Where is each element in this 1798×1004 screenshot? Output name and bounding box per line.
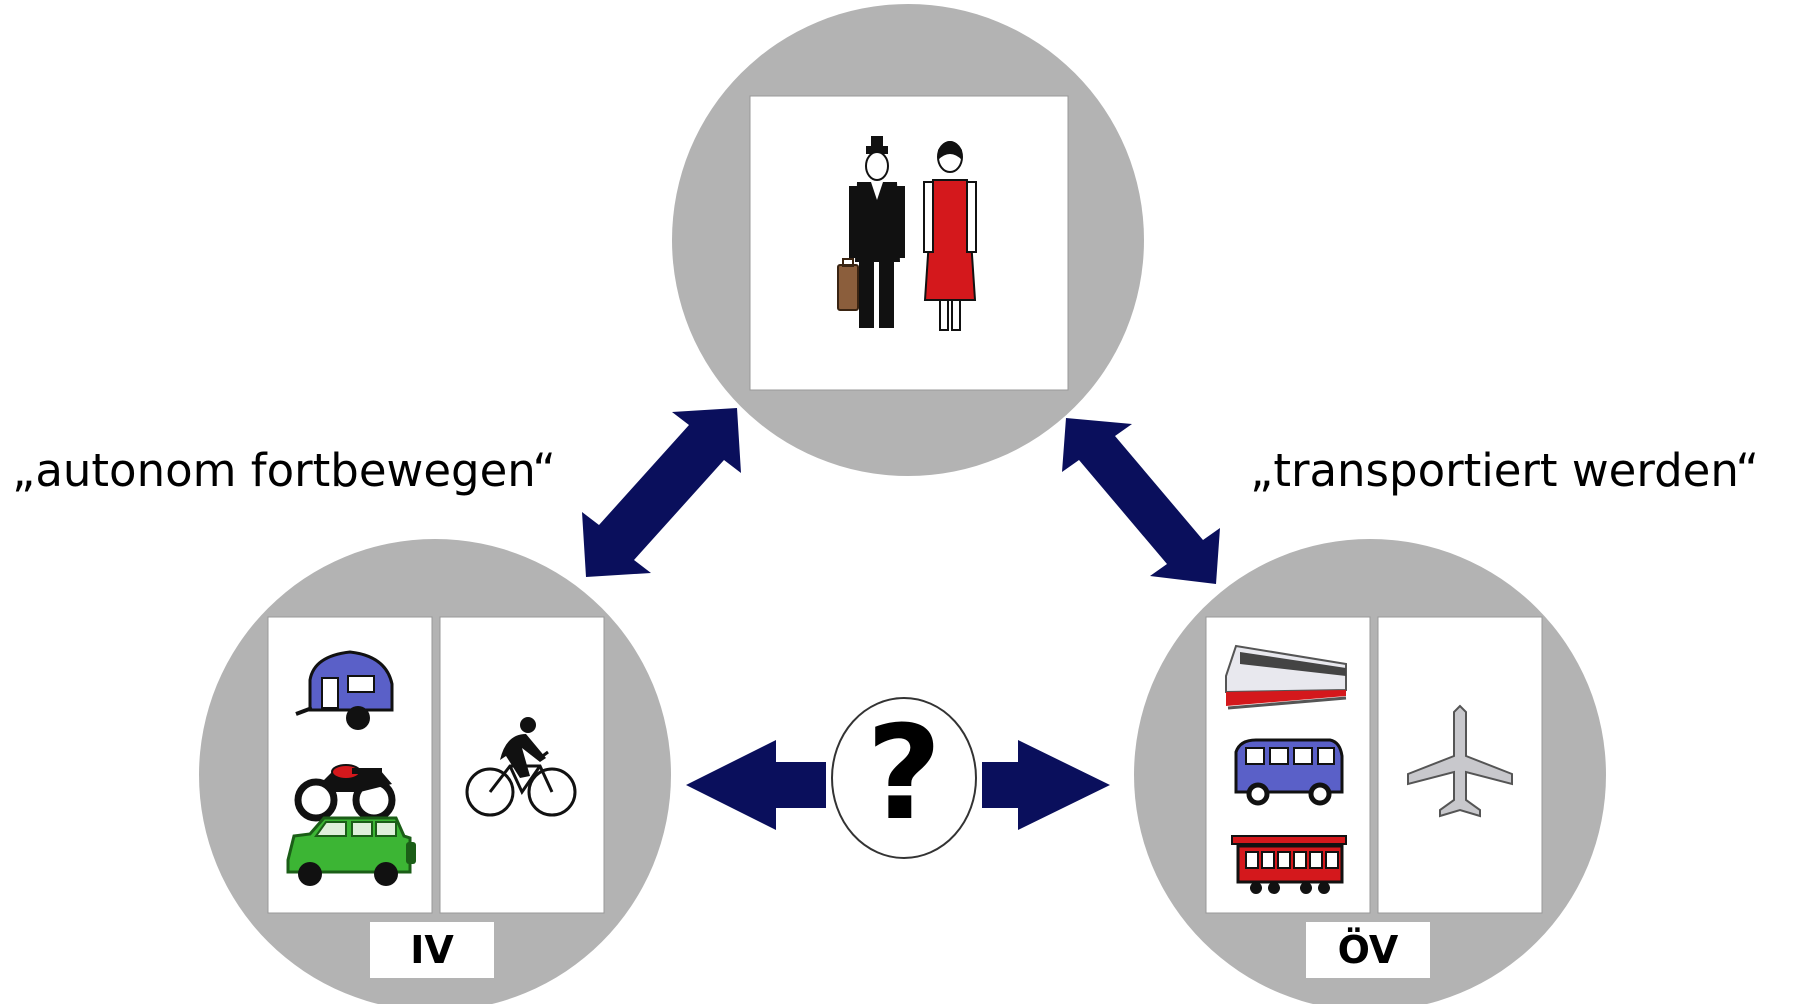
motorcycle-icon xyxy=(294,764,396,822)
people-panel xyxy=(749,95,1069,391)
double-arrow-people-iv xyxy=(582,408,741,577)
caption-autonomous: „autonom fortbewegen“ xyxy=(12,444,556,497)
arrow-to-oev xyxy=(982,740,1110,830)
question-mark-circle: ? xyxy=(831,697,977,859)
cyclist-icon xyxy=(465,717,577,817)
oev-label: ÖV xyxy=(1306,922,1430,978)
caption-transported: „transportiert werden“ xyxy=(1250,444,1759,497)
caravan-icon xyxy=(295,650,394,730)
suv-car-icon xyxy=(286,816,416,886)
businessman-icon xyxy=(837,136,905,328)
tram-icon xyxy=(1231,835,1347,894)
question-mark: ? xyxy=(866,697,941,849)
arrow-to-iv xyxy=(686,740,826,830)
iv-label: IV xyxy=(370,922,494,978)
airplane-icon xyxy=(1407,704,1513,818)
bus-icon xyxy=(1234,738,1344,806)
train-icon xyxy=(1225,644,1347,710)
woman-in-red-dress-icon xyxy=(923,141,977,331)
double-arrow-people-oev xyxy=(1062,418,1220,584)
